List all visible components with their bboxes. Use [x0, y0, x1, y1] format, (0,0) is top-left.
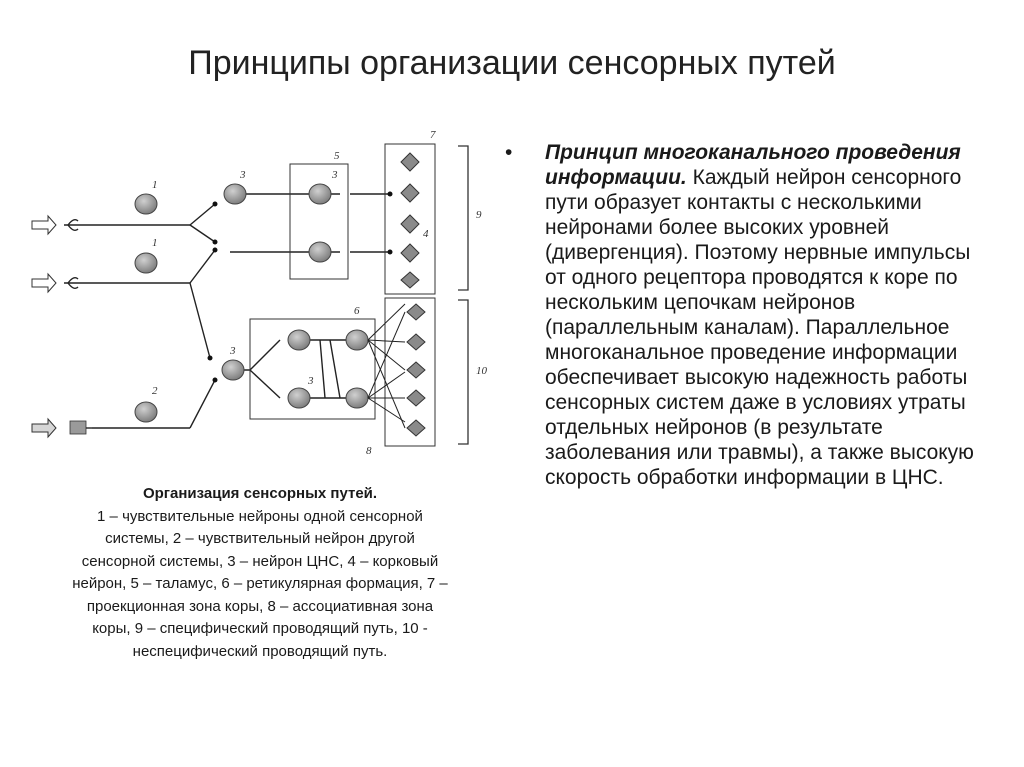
receptor-ending-1 — [64, 218, 82, 232]
label-3d: 3 — [307, 375, 314, 387]
nonspecific-projections — [367, 303, 406, 429]
label-7: 7 — [430, 129, 436, 141]
label-3a: 3 — [239, 169, 246, 181]
label-1a: 1 — [152, 179, 158, 191]
label-5: 5 — [334, 150, 340, 162]
neuron — [134, 183, 369, 423]
bullet-body-text: Каждый нейрон сенсорного пути образует к… — [545, 166, 974, 489]
receptor-ending-2 — [64, 276, 82, 290]
receptor-ending-3 — [69, 420, 92, 435]
bullet-marker: • — [505, 141, 513, 164]
axon-lines — [82, 193, 390, 429]
label-1b: 1 — [152, 237, 158, 249]
label-9: 9 — [476, 209, 482, 221]
reticular-formation-box — [249, 318, 376, 420]
bullet-item: • Принцип многоканального проведения инф… — [505, 140, 985, 490]
caption-text: 1 – чувствительные нейроны одной сенсорн… — [72, 507, 448, 660]
slide-title: Принципы организации сенсорных путей — [188, 44, 836, 82]
nonspecific-pathway-bracket — [458, 299, 469, 445]
thalamus-box — [289, 163, 349, 280]
specific-pathway-bracket — [458, 145, 469, 291]
label-2: 2 — [152, 385, 158, 397]
label-10: 10 — [476, 365, 488, 377]
label-3b: 3 — [331, 169, 338, 181]
label-3c: 3 — [229, 345, 236, 357]
association-zone-box — [384, 297, 436, 447]
cortical-neuron — [400, 152, 426, 437]
bullet-lead: Принцип многоканального проведения инфор… — [545, 141, 961, 189]
figure-caption: Организация сенсорных путей. 1 – чувстви… — [70, 483, 450, 663]
input-arrow-2 — [31, 272, 57, 294]
sensory-pathways-diagram: 1 1 2 3 3 3 3 4 5 6 7 8 9 10 — [31, 129, 488, 457]
input-arrow-1 — [31, 214, 57, 236]
bullet-text: Принцип многоканального проведения инфор… — [545, 140, 985, 490]
label-8: 8 — [366, 445, 372, 457]
label-4: 4 — [423, 228, 429, 240]
caption-title: Организация сенсорных путей. — [142, 485, 378, 502]
synapse-dots — [207, 191, 393, 383]
projection-zone-box — [384, 143, 436, 295]
input-arrow-3 — [31, 417, 57, 439]
label-6: 6 — [354, 305, 360, 317]
